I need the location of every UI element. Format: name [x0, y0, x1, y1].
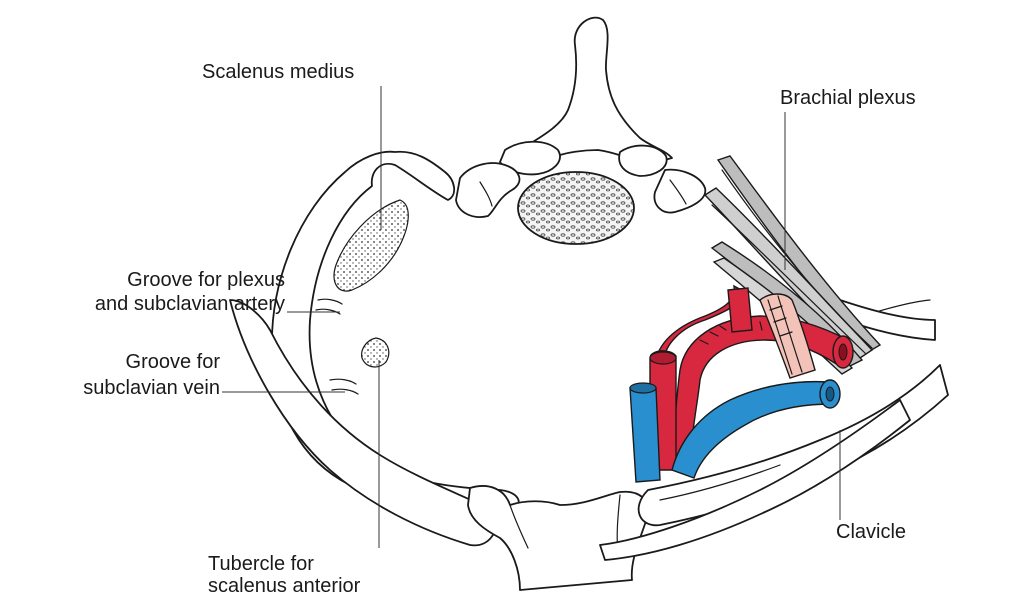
label-groove-vein-1: Groove for [125, 351, 220, 373]
transverse-process-right [653, 168, 707, 214]
subclavian-artery [649, 284, 854, 471]
label-brachial-plexus: Brachial plexus [780, 87, 916, 109]
plexus-trunk-1 [716, 155, 882, 353]
transverse-process-left [455, 162, 521, 218]
right-structures [599, 299, 949, 561]
label-tubercle-2: scalenus anterior [208, 575, 361, 597]
scalenus-medius-attachment [333, 199, 409, 292]
vein-vertical [629, 387, 661, 483]
label-scalenus-medius: Scalenus medius [202, 61, 355, 83]
artery-vertebral-branch [727, 287, 753, 333]
vertebra [455, 16, 707, 245]
costal-cartilage-left [229, 299, 498, 547]
label-groove-vein-2: subclavian vein [83, 377, 220, 399]
plexus-root-pink [759, 293, 816, 379]
label-groove-plexus-2: and subclavian artery [94, 293, 285, 315]
label-clavicle: Clavicle [836, 521, 907, 543]
first-rib-right [599, 399, 911, 561]
lamina-right [618, 144, 668, 177]
pink-bundle [759, 293, 816, 379]
sternum-manubrium [467, 485, 650, 591]
vertebral-body [517, 171, 635, 245]
scalenus-anterior-tubercle [361, 337, 390, 368]
label-groove-plexus-1: Groove for plexus [127, 269, 285, 291]
leader-lines [222, 86, 841, 548]
label-tubercle-1: Tubercle for [208, 553, 314, 575]
scapula-edge [839, 299, 936, 341]
subclavian-vein [629, 379, 841, 483]
clavicle [637, 364, 949, 527]
